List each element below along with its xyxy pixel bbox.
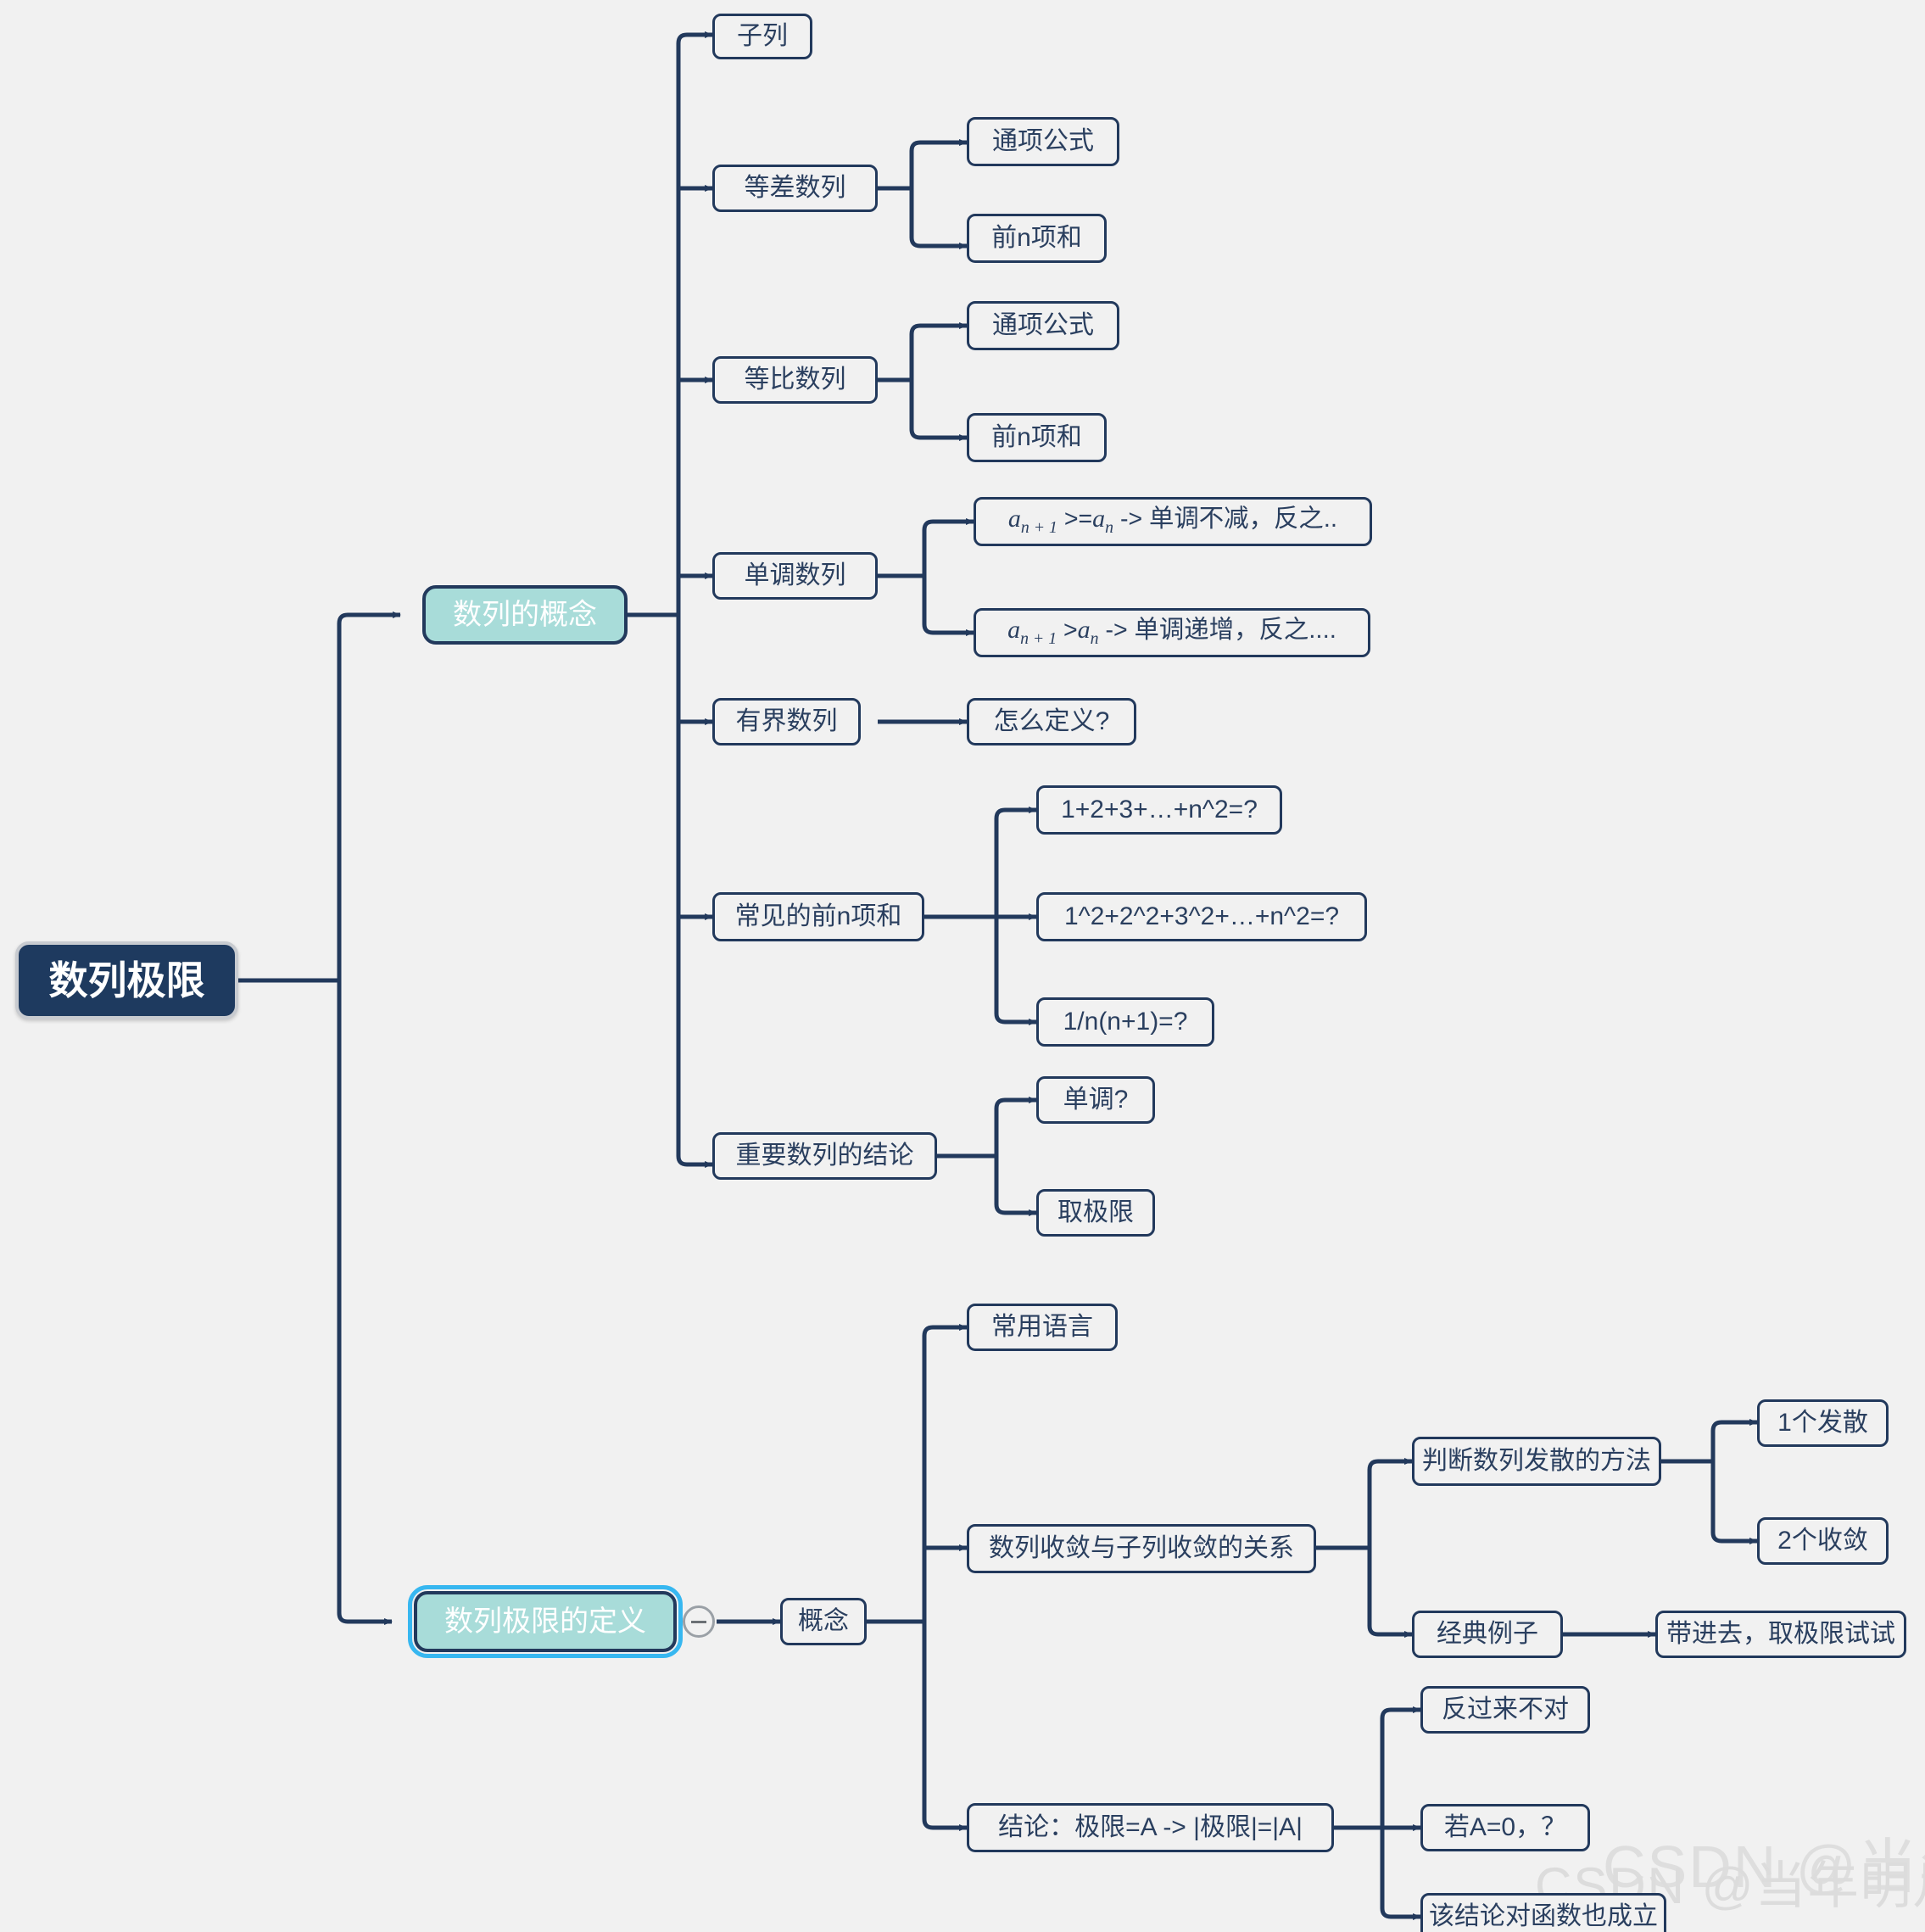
node-common-partial-sums[interactable]: 常见的前n项和 [712,892,924,941]
node-monotone-nondecreasing[interactable]: an + 1 >=an -> 单调不减，反之.. [974,497,1372,546]
node-sum-reciprocal[interactable]: 1/n(n+1)=? [1036,997,1214,1047]
node-label: 子列 [737,22,788,50]
node-label: 1/n(n+1)=? [1063,1008,1188,1036]
node-label: 判断数列发散的方法 [1422,1447,1651,1475]
node-label: 1个发散 [1777,1409,1868,1437]
node-convergence-subsequence-relation[interactable]: 数列收敛与子列收敛的关系 [967,1524,1316,1573]
node-label: 等差数列 [744,174,846,202]
node-label: 常用语言 [991,1313,1093,1341]
watermark-csdn: CSDN @当年明月_c [1603,1834,1925,1900]
node-label: 怎么定义? [993,707,1110,735]
node-definition-concept[interactable]: 概念 [780,1598,867,1645]
node-label: 若A=0，？ [1443,1813,1567,1841]
node-conclusion-take-limit[interactable]: 取极限 [1036,1189,1155,1237]
node-label: 结论：极限=A -> |极限|=|A| [998,1813,1303,1841]
node-label: 概念 [798,1607,849,1635]
node-arithmetic-sequence[interactable]: 等差数列 [712,165,878,212]
node-zilie[interactable]: 子列 [712,14,812,59]
node-label: 通项公式 [992,311,1094,339]
root-node[interactable]: 数列极限 [15,941,238,1019]
node-bounded-definition-question[interactable]: 怎么定义? [967,698,1136,745]
node-sum-linear[interactable]: 1+2+3+…+n^2=? [1036,785,1282,835]
node-bounded-sequence[interactable]: 有界数列 [712,698,861,745]
branch-label: 数列极限的定义 [444,1605,646,1638]
branch-node-concept[interactable]: 数列的概念 [422,585,628,645]
node-substitute-try-limit[interactable]: 带进去，取极限试试 [1655,1611,1906,1658]
node-divergence-test-method[interactable]: 判断数列发散的方法 [1412,1437,1661,1486]
node-label: 等比数列 [744,366,846,394]
node-label: 取极限 [1057,1198,1134,1226]
node-geometric-general-term[interactable]: 通项公式 [967,301,1119,350]
node-one-divergent[interactable]: 1个发散 [1757,1399,1889,1447]
node-converse-false[interactable]: 反过来不对 [1420,1686,1590,1734]
branch-node-definition[interactable]: 数列极限的定义 [408,1585,683,1658]
node-conclusion-monotone-question[interactable]: 单调? [1036,1076,1155,1124]
collapse-toggle-button[interactable] [683,1605,715,1638]
node-label: 带进去，取极限试试 [1666,1620,1895,1648]
node-important-conclusions[interactable]: 重要数列的结论 [712,1132,937,1180]
node-sum-squares[interactable]: 1^2+2^2+3^2+…+n^2=? [1036,892,1367,941]
node-label: 单调数列 [744,561,846,589]
node-also-holds-for-functions[interactable]: 该结论对函数也成立 [1420,1893,1666,1932]
node-two-convergent[interactable]: 2个收敛 [1757,1517,1889,1565]
node-conclusion-limit-abs[interactable]: 结论：极限=A -> |极限|=|A| [967,1803,1334,1852]
node-label: 前n项和 [991,224,1082,252]
node-label: 该结论对函数也成立 [1429,1902,1658,1930]
node-label: 2个收敛 [1777,1527,1868,1555]
node-monotone-increasing[interactable]: an + 1 >an -> 单调递增，反之.... [974,608,1370,657]
node-label: 前n项和 [991,423,1082,451]
node-if-a-zero-question[interactable]: 若A=0，？ [1420,1804,1590,1851]
node-label: 通项公式 [992,127,1094,155]
node-label: 1+2+3+…+n^2=? [1061,796,1258,824]
node-label: 数列收敛与子列收敛的关系 [989,1534,1294,1562]
node-arithmetic-partial-sum[interactable]: 前n项和 [967,214,1107,263]
minus-icon [691,1620,706,1623]
node-label: 重要数列的结论 [735,1142,914,1170]
node-label: 常见的前n项和 [734,902,902,930]
branch-label: 数列的概念 [453,599,597,631]
node-label: 经典例子 [1437,1620,1538,1648]
node-label: an + 1 >an -> 单调递增，反之.... [1007,616,1336,649]
node-label: 反过来不对 [1442,1695,1569,1723]
node-classic-example[interactable]: 经典例子 [1412,1611,1563,1658]
node-geometric-sequence[interactable]: 等比数列 [712,356,878,404]
node-label: an + 1 >=an -> 单调不减，反之.. [1007,505,1338,538]
node-label: 有界数列 [735,707,838,735]
node-common-language[interactable]: 常用语言 [967,1304,1118,1351]
node-monotone-sequence[interactable]: 单调数列 [712,552,878,600]
root-label: 数列极限 [48,958,205,1002]
node-label: 单调? [1063,1086,1129,1114]
node-arithmetic-general-term[interactable]: 通项公式 [967,117,1119,166]
node-geometric-partial-sum[interactable]: 前n项和 [967,413,1107,462]
node-label: 1^2+2^2+3^2+…+n^2=? [1063,902,1340,930]
